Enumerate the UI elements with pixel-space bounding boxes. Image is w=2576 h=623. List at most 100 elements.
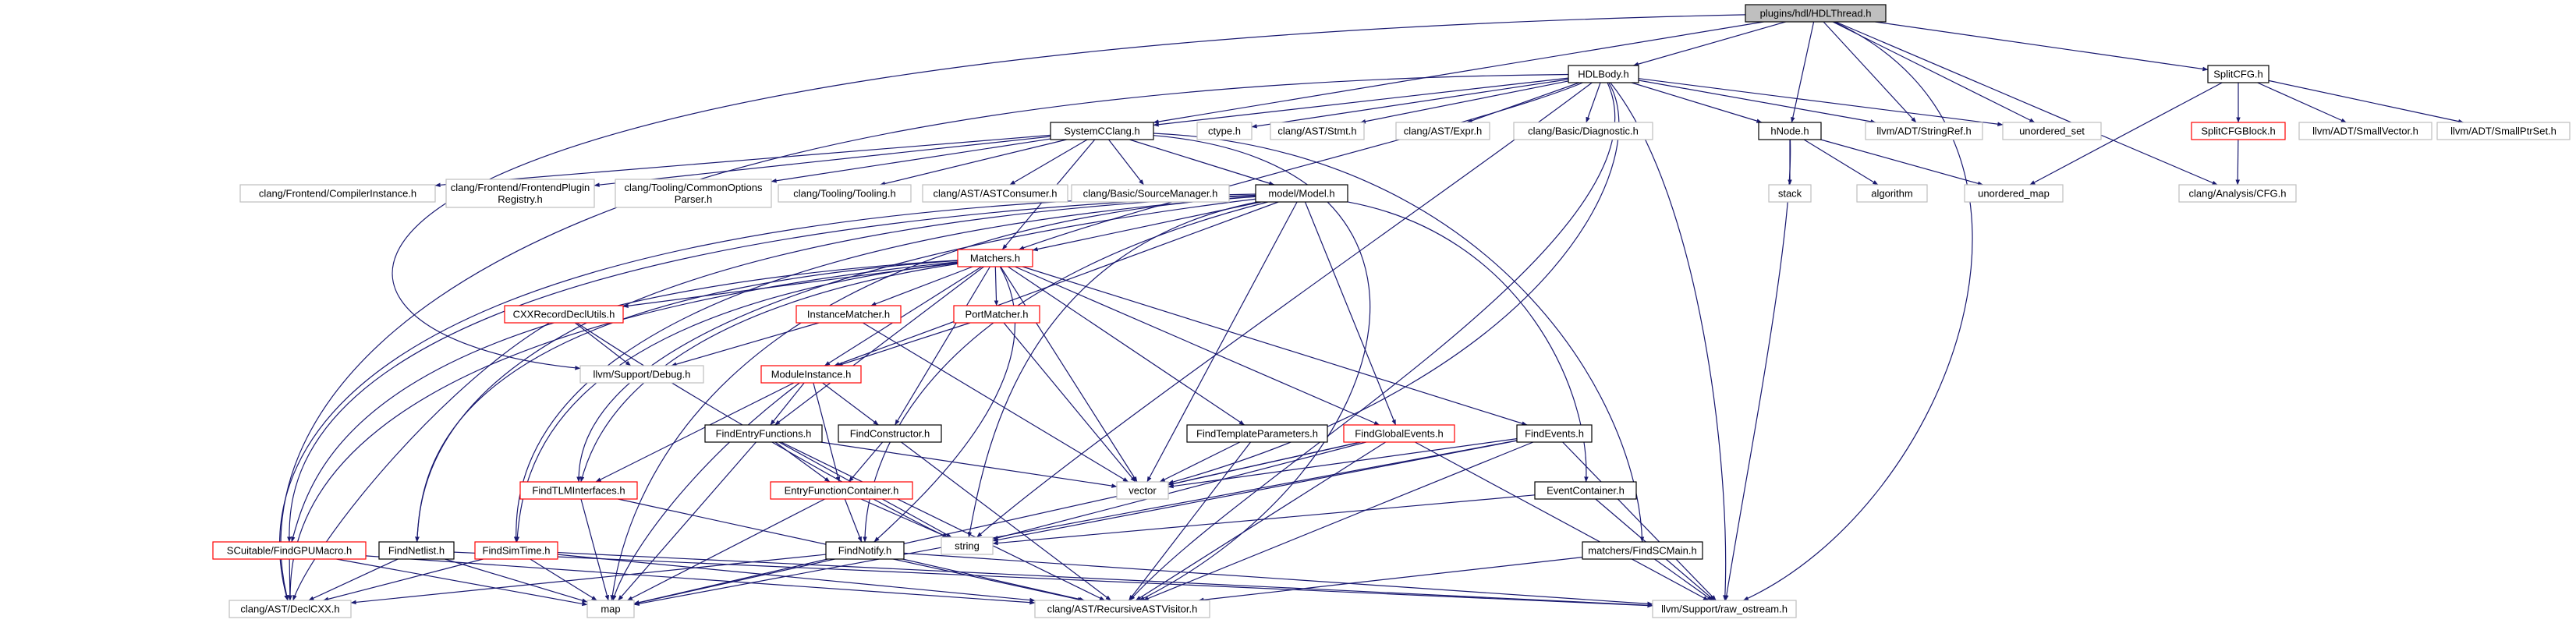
- node-instancematcher[interactable]: InstanceMatcher.h: [795, 305, 902, 324]
- node-hnode[interactable]: hNode.h: [1758, 122, 1822, 140]
- node-findentryfunctions[interactable]: FindEntryFunctions.h: [704, 424, 823, 443]
- node-findevents[interactable]: FindEvents.h: [1516, 424, 1593, 443]
- edge-findconstructor-to-entryfunctioncontainer: [848, 441, 884, 483]
- edge-hnode-to-rawostream: [1724, 139, 1791, 601]
- node-astexpr[interactable]: clang/AST/Expr.h: [1395, 122, 1490, 140]
- node-findtemplateparameters[interactable]: FindTemplateParameters.h: [1186, 424, 1328, 443]
- node-label: llvm/ADT/SmallVector.h: [2312, 126, 2418, 137]
- node-label: InstanceMatcher.h: [807, 309, 890, 320]
- node-sourcemanager[interactable]: clang/Basic/SourceManager.h: [1071, 184, 1230, 203]
- node-box: [579, 365, 704, 384]
- edge-eventcontainer-to-string: [992, 494, 1536, 546]
- edge-scuitable-to-astdeclcxx: [287, 558, 292, 601]
- node-string[interactable]: string: [941, 536, 994, 555]
- node-eventcontainer[interactable]: EventContainer.h: [1534, 481, 1637, 500]
- node-systemcclang[interactable]: SystemCClang.h: [1050, 122, 1154, 140]
- edge-cxxrecorddeclutils-to-llvmdebug: [574, 322, 632, 366]
- node-box: [1034, 600, 1210, 618]
- node-box: [1865, 122, 1983, 140]
- node-label: Matchers.h: [970, 253, 1020, 264]
- node-box: [838, 424, 942, 443]
- node-llvmdebug[interactable]: llvm/Support/Debug.h: [579, 365, 704, 384]
- node-hdlbody[interactable]: HDLBody.h: [1568, 65, 1639, 83]
- node-label: clang/Frontend/FrontendPlugin: [451, 182, 590, 193]
- node-stack[interactable]: stack: [1768, 184, 1812, 203]
- node-smallvector[interactable]: llvm/ADT/SmallVector.h: [2298, 122, 2432, 140]
- node-findsimtime[interactable]: FindSimTime.h: [474, 541, 558, 560]
- node-smallptrset[interactable]: llvm/ADT/SmallPtrSet.h: [2436, 122, 2571, 140]
- node-label: PortMatcher.h: [966, 309, 1029, 320]
- node-box: [1116, 481, 1169, 500]
- node-box: [957, 249, 1033, 267]
- node-findglobalevents[interactable]: FindGlobalEvents.h: [1343, 424, 1455, 443]
- node-splitcfg[interactable]: SplitCFG.h: [2207, 65, 2270, 83]
- node-label: Registry.h: [498, 193, 543, 205]
- node-findconstructor[interactable]: FindConstructor.h: [838, 424, 942, 443]
- node-box: [941, 536, 994, 555]
- edge-hdlthread-to-hnode: [1791, 21, 1815, 123]
- node-ctype[interactable]: ctype.h: [1196, 122, 1253, 140]
- node-findtlminterfaces[interactable]: FindTLMInterfaces.h: [519, 481, 638, 500]
- node-box: [1343, 424, 1455, 443]
- node-recursiveastvisitor[interactable]: clang/AST/RecursiveASTVisitor.h: [1034, 600, 1210, 618]
- node-hdlthread[interactable]: plugins/hdl/HDLThread.h: [1745, 4, 1887, 23]
- node-label: SCuitable/FindGPUMacro.h: [227, 545, 352, 557]
- edge-matchers-to-findevents: [1022, 266, 1528, 426]
- node-findnotify[interactable]: FindNotify.h: [825, 541, 905, 560]
- node-astdeclcxx[interactable]: clang/AST/DeclCXX.h: [229, 600, 352, 618]
- node-box: [1255, 184, 1348, 203]
- edge-matchers-to-portmatcher: [994, 266, 999, 306]
- node-splitcfgblock[interactable]: SplitCFGBlock.h: [2191, 122, 2286, 140]
- edge-moduleinstance-to-map: [612, 382, 800, 601]
- node-stringref[interactable]: llvm/ADT/StringRef.h: [1865, 122, 1983, 140]
- node-unorderedset[interactable]: unordered_set: [2002, 122, 2102, 140]
- node-aststmt[interactable]: clang/AST/Stmt.h: [1270, 122, 1365, 140]
- node-unorderedmap[interactable]: unordered_map: [1964, 184, 2064, 203]
- node-moduleinstance[interactable]: ModuleInstance.h: [760, 365, 862, 384]
- edge-findevents-to-recursiveastvisitor: [1143, 441, 1534, 601]
- node-compilerinstance[interactable]: clang/Frontend/CompilerInstance.h: [239, 184, 436, 203]
- node-map[interactable]: map: [586, 600, 635, 618]
- edge-findevents-to-string: [992, 440, 1518, 543]
- node-box: [704, 424, 823, 443]
- edge-entryfunctioncontainer-to-findnotify: [844, 498, 863, 543]
- edge-matchers-to-astdeclcxx: [288, 261, 958, 601]
- edge-findnotify-to-map: [633, 558, 828, 605]
- node-box: [1745, 4, 1887, 23]
- node-astconsumer[interactable]: clang/AST/ASTConsumer.h: [922, 184, 1068, 203]
- node-basicdiag[interactable]: clang/Basic/Diagnostic.h: [1513, 122, 1653, 140]
- edge-systemcclang-to-commonoptions: [771, 138, 1051, 183]
- node-label: EventContainer.h: [1547, 485, 1625, 497]
- edge-cxxrecorddeclutils-to-astdeclcxx: [292, 322, 550, 601]
- edge-findnotify-to-rawostream: [903, 552, 1653, 607]
- node-vector[interactable]: vector: [1116, 481, 1169, 500]
- edge-findsimtime-to-astdeclcxx: [323, 558, 484, 602]
- node-box: [2002, 122, 2102, 140]
- node-matchers[interactable]: Matchers.h: [957, 249, 1033, 267]
- node-findscmain[interactable]: matchers/FindSCMain.h: [1582, 541, 1703, 560]
- node-analysiscfg[interactable]: clang/Analysis/CFG.h: [2178, 184, 2297, 203]
- node-rawostream[interactable]: llvm/Support/raw_ostream.h: [1652, 600, 1797, 618]
- node-scuitable[interactable]: SCuitable/FindGPUMacro.h: [212, 541, 367, 560]
- node-entryfunctioncontainer[interactable]: EntryFunctionContainer.h: [770, 481, 913, 500]
- node-model[interactable]: model/Model.h: [1255, 184, 1348, 203]
- edge-matchers-to-findglobalevents: [1015, 266, 1380, 426]
- node-box: [1768, 184, 1812, 203]
- node-portmatcher[interactable]: PortMatcher.h: [953, 305, 1040, 324]
- node-tooling[interactable]: clang/Tooling/Tooling.h: [778, 184, 912, 203]
- edge-findscmain-to-recursiveastvisitor: [1198, 557, 1583, 603]
- edge-hdlthread-to-stringref: [1823, 21, 1917, 123]
- node-box: [2436, 122, 2571, 140]
- edge-scuitable-to-map: [336, 558, 588, 607]
- node-algorithm[interactable]: algorithm: [1856, 184, 1928, 203]
- node-findnetlist[interactable]: FindNetlist.h: [378, 541, 455, 560]
- node-box: [1196, 122, 1253, 140]
- node-label: FindTemplateParameters.h: [1196, 428, 1318, 440]
- node-box: [504, 305, 624, 324]
- edge-matchers-to-instancematcher: [870, 266, 973, 306]
- node-box: [1050, 122, 1154, 140]
- edge-findevents-to-rawostream: [1562, 441, 1717, 601]
- node-cxxrecorddeclutils[interactable]: CXXRecordDeclUtils.h: [504, 305, 624, 324]
